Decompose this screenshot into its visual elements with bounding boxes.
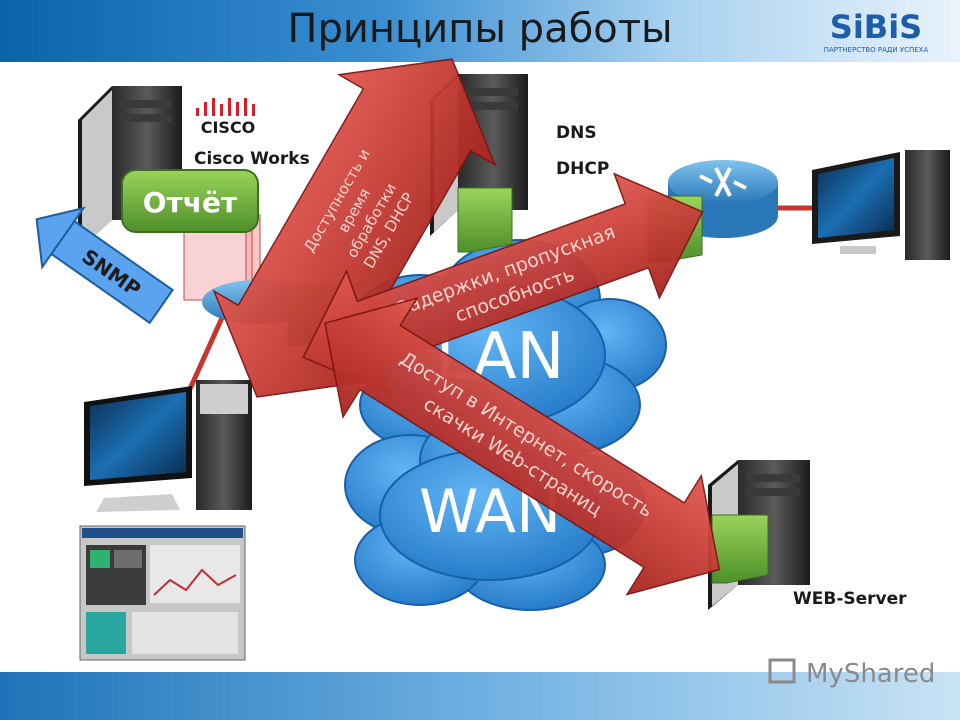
left-pc [84,380,252,512]
right-pc [812,150,950,260]
watermark-icon [768,658,796,684]
watermark: MyShared [768,658,935,689]
report-button-label: Отчёт [143,186,238,219]
report-button[interactable]: Отчёт [121,169,259,233]
arrow-dns-dhcp: Доступность и время обработки DNS, DHCP [212,58,497,398]
brand-tagline: ПАРТНЕРСТВО РАДИ УСПЕХА [824,46,929,54]
cisco-works-label: Cisco Works [194,149,310,169]
web-server-label: WEB-Server [793,589,907,609]
footer-band [0,672,960,720]
monitoring-screenshot [79,525,246,661]
dhcp-label: DHCP [556,159,609,179]
title-band [0,0,960,62]
dns-label: DNS [556,123,597,143]
snmp-arrow: SNMP [35,206,175,325]
sibis-logo: SiBiS ПАРТНЕРСТВО РАДИ УСПЕХА [824,8,929,54]
cisco-logo: CISCO [196,98,255,137]
cisco-logo-text: CISCO [201,118,256,137]
brand-name: SiBiS [830,8,922,46]
watermark-text: MyShared [806,659,935,689]
slide-title: Принципы работы [287,6,672,52]
